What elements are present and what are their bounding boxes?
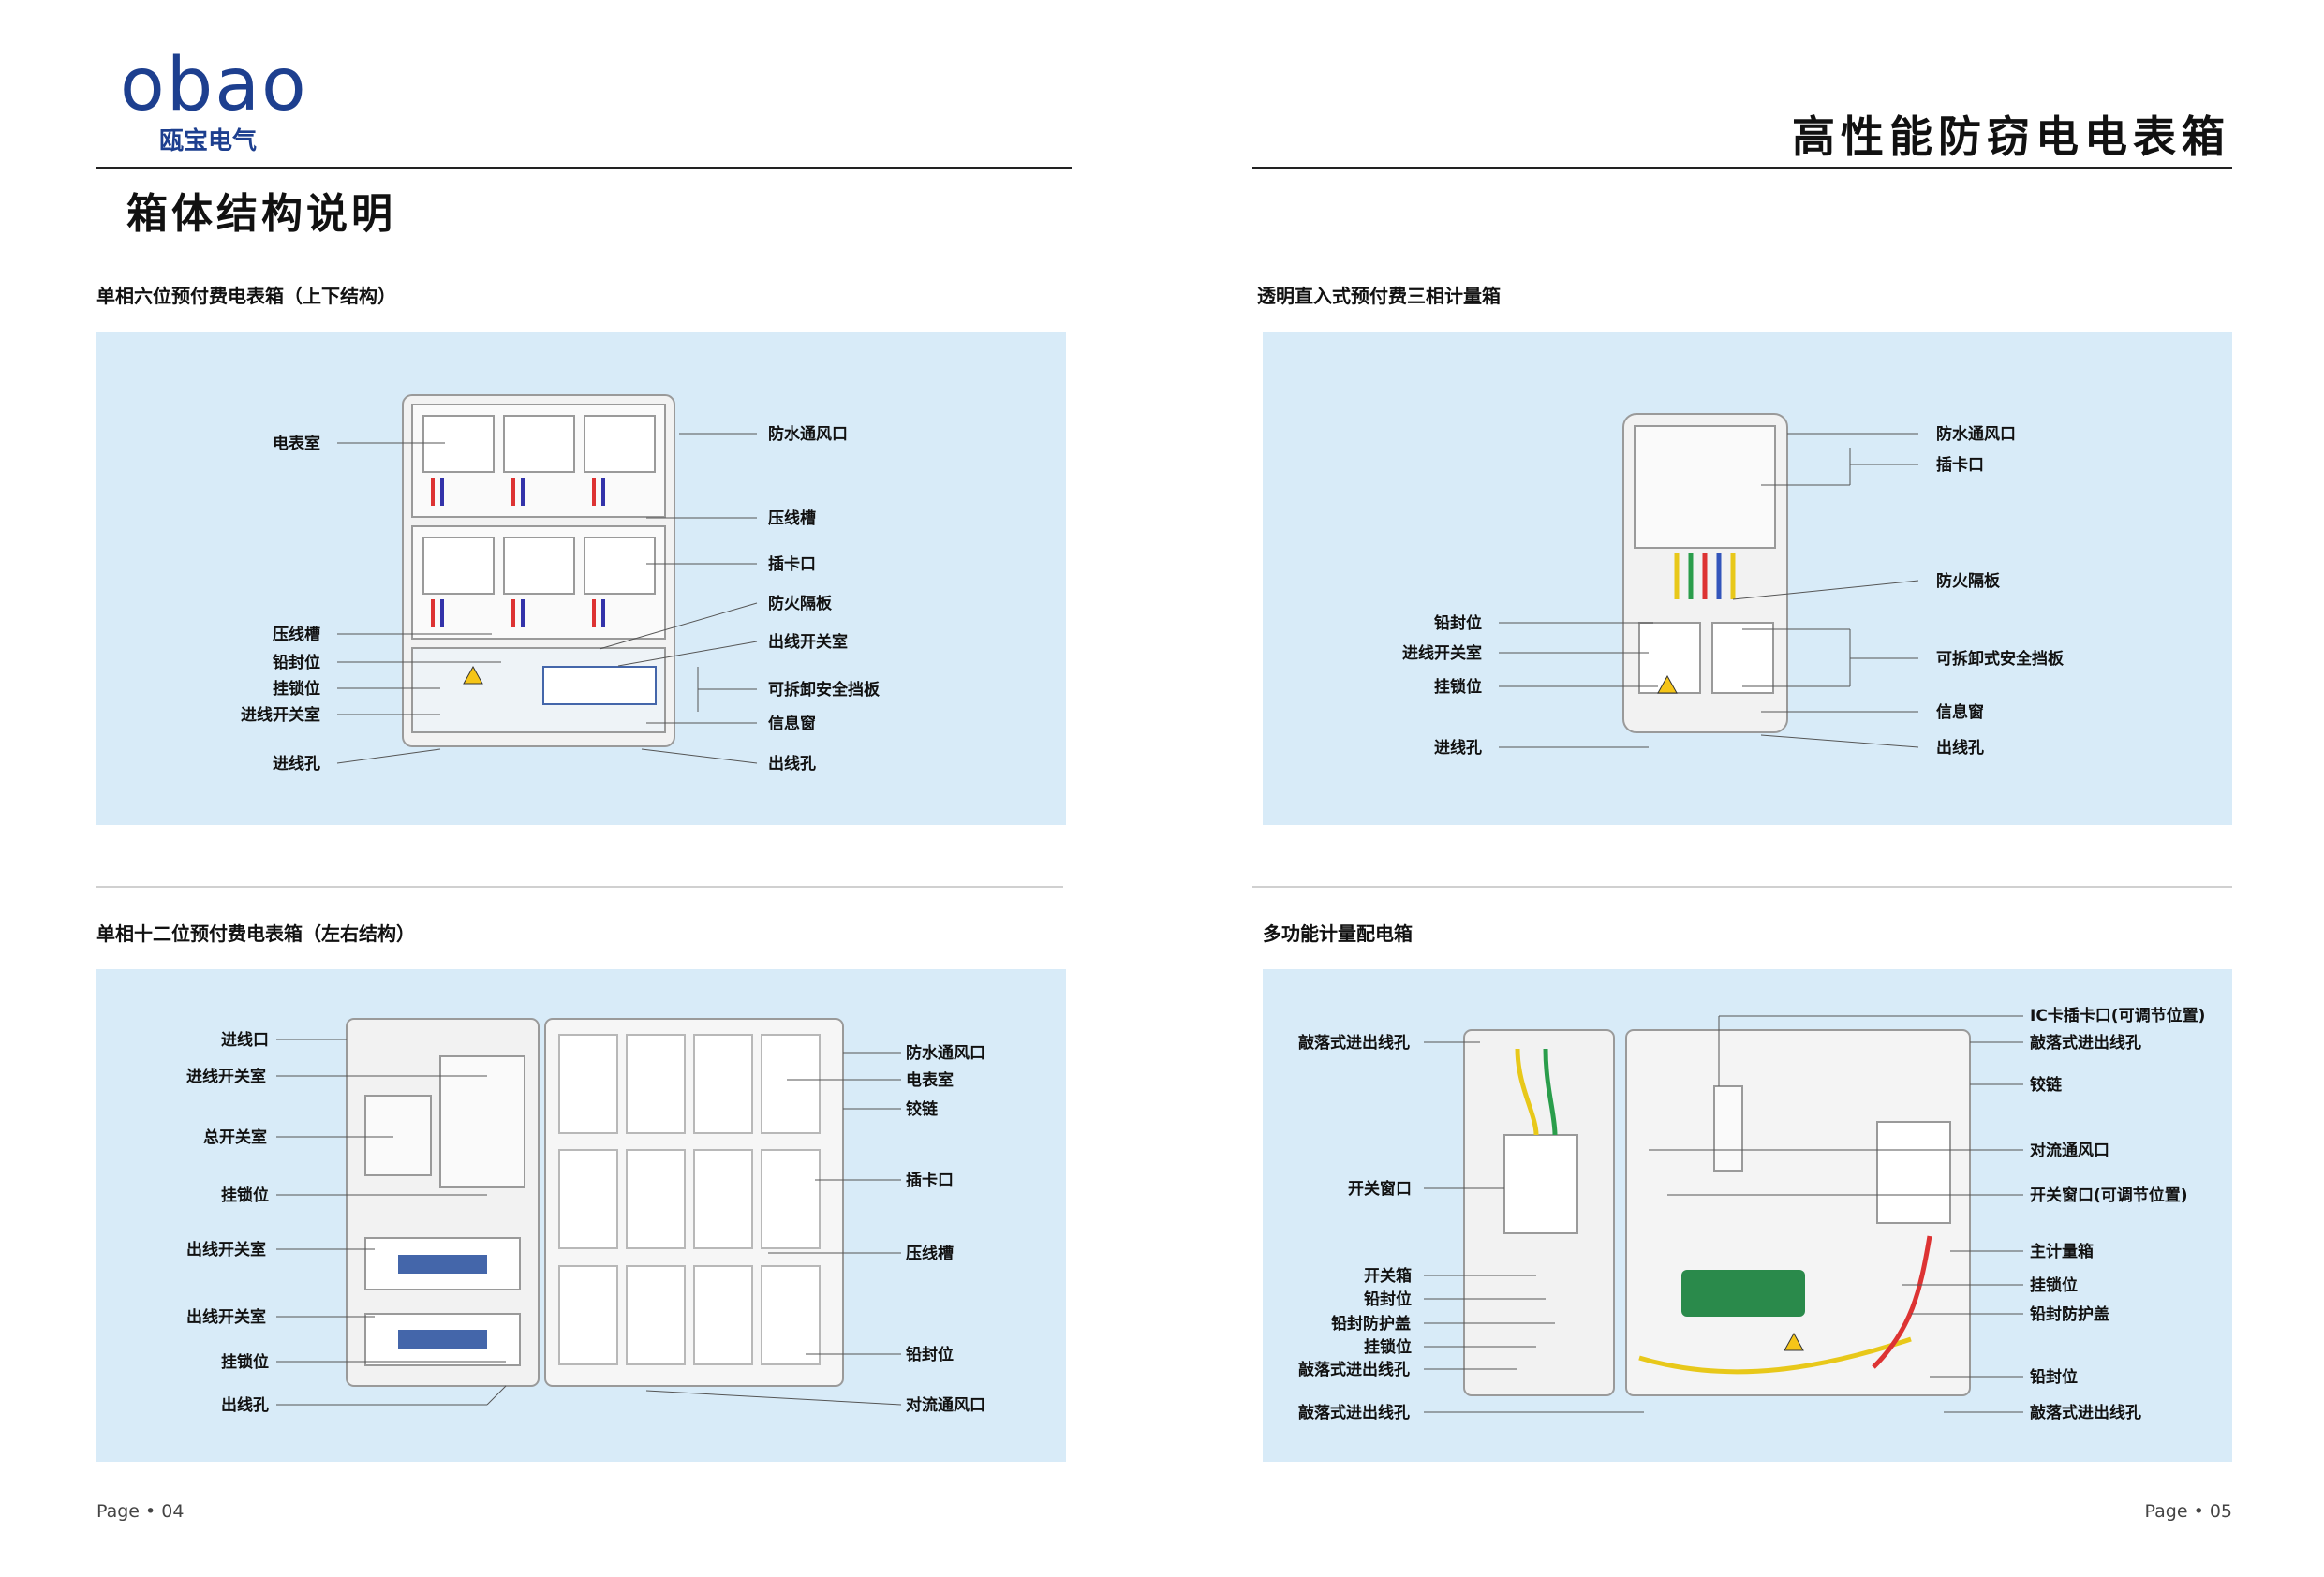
panel1-title: 单相六位预付费电表箱（上下结构）: [96, 285, 396, 307]
divider-left: [96, 886, 1063, 888]
p1-label-outlet-switch-room: 出线开关室: [768, 633, 848, 652]
panel2-leader-lines: [1499, 433, 1919, 748]
p4-label-hinge: 铰链: [2030, 1076, 2062, 1095]
p2-label-lock: 挂锁位: [1434, 678, 1482, 697]
panel1-warning-icon: [463, 665, 483, 685]
p2-label-outlet-hole: 出线孔: [1936, 739, 1984, 758]
p3-label-main-switch-room: 总开关室: [203, 1128, 267, 1147]
p1-label-inlet-hole: 进线孔: [273, 755, 320, 774]
p4-label-seal: 铅封位: [2030, 1368, 2078, 1387]
panel4-terminal-block: [1681, 1270, 1805, 1317]
catalog-title: 高性能防窃电电表箱: [1792, 111, 2230, 162]
page-number-left: Page • 04: [96, 1501, 185, 1522]
p4-label-knockout-1: 敲落式进出线孔: [1298, 1034, 1410, 1053]
panel3-breakers: [398, 1255, 487, 1349]
p1-label-info-window: 信息窗: [768, 715, 816, 733]
p4-label-seal-cover: 铅封防护盖: [2030, 1305, 2109, 1324]
panel4-warning-icon: [1784, 1332, 1804, 1351]
p1-label-wire-groove-2: 压线槽: [768, 509, 816, 528]
brand-logo-subtitle: 瓯宝电气: [159, 127, 258, 155]
p2-label-fire-barrier: 防火隔板: [1936, 572, 2000, 591]
panel2-title: 透明直入式预付费三相计量箱: [1257, 285, 1501, 307]
p3-label-outlet-switch-room-1: 出线开关室: [186, 1241, 266, 1260]
p4-label-switch-window: 开关窗口: [1348, 1180, 1412, 1199]
p3-label-outlet-switch-room-2: 出线开关室: [186, 1308, 266, 1327]
p3-label-vent: 防水通风口: [906, 1044, 985, 1063]
p1-label-meter-room: 电表室: [273, 435, 320, 453]
p4-label-knockout-r1: 敲落式进出线孔: [2030, 1034, 2141, 1053]
p1-label-inlet-switch-room: 进线开关室: [241, 706, 320, 725]
p1-label-safety-baffle: 可拆卸安全挡板: [768, 681, 880, 700]
p1-label-fire-barrier: 防火隔板: [768, 595, 832, 613]
p1-label-seal: 铅封位: [273, 654, 320, 672]
p3-label-inlet: 进线口: [221, 1031, 269, 1050]
panel2-wires: [1674, 553, 1736, 599]
panel3-leader-lines: [276, 1039, 902, 1406]
panel1-breakers: [542, 666, 657, 705]
p4-label-switch-window-adj: 开关窗口(可调节位置): [2030, 1186, 2188, 1205]
p3-label-lock: 挂锁位: [221, 1186, 269, 1205]
p1-label-outlet-hole: 出线孔: [768, 755, 816, 774]
p4-label-knockout-r2: 敲落式进出线孔: [2030, 1404, 2141, 1422]
header-rule-left: [96, 167, 1072, 169]
p3-label-card-slot: 插卡口: [906, 1172, 954, 1190]
p2-label-info-window: 信息窗: [1936, 703, 1984, 722]
panel3-meter-cells: [558, 1034, 821, 1365]
section-title: 箱体结构说明: [126, 190, 396, 238]
p1-label-vent: 防水通风口: [768, 425, 848, 444]
p3-label-inlet-switch-room: 进线开关室: [186, 1068, 266, 1086]
header-rule-right: [1252, 167, 2232, 169]
panel4-wires: [1515, 1048, 1932, 1375]
p3-label-convection-vent: 对流通风口: [906, 1396, 985, 1415]
p4-label-seal-cover: 铅封防护盖: [1331, 1315, 1411, 1334]
p2-label-seal: 铅封位: [1434, 614, 1482, 633]
p2-label-vent: 防水通风口: [1936, 425, 2016, 444]
p4-label-knockout-2: 敲落式进出线孔: [1298, 1361, 1410, 1379]
page-number-right: Page • 05: [2144, 1501, 2232, 1522]
panel2-warning-icon: [1657, 674, 1678, 694]
p4-label-ic-card-slot: IC卡插卡口(可调节位置): [2030, 1007, 2206, 1025]
panel4-leader-lines: [1424, 1015, 2023, 1413]
p3-label-seal: 铅封位: [906, 1346, 954, 1364]
panel1-leader-lines: [336, 433, 758, 764]
p3-label-hinge: 铰链: [906, 1100, 938, 1119]
p4-label-knockout-3: 敲落式进出线孔: [1298, 1404, 1410, 1422]
p1-label-lock: 挂锁位: [273, 680, 320, 699]
p2-label-inlet-switch-room: 进线开关室: [1402, 644, 1482, 663]
panel1-meter-box: [402, 394, 675, 747]
p2-label-card-slot: 插卡口: [1936, 456, 1984, 475]
p3-label-wire-groove: 压线槽: [906, 1245, 954, 1263]
p4-label-seal: 铅封位: [1364, 1290, 1412, 1309]
p1-label-wire-groove: 压线槽: [273, 626, 320, 644]
panel1-wires: [431, 478, 605, 627]
p4-label-lock: 挂锁位: [1364, 1338, 1412, 1357]
divider-right: [1252, 886, 2232, 888]
p1-label-card-slot: 插卡口: [768, 555, 816, 574]
p4-label-switch-box: 开关箱: [1364, 1267, 1412, 1286]
panel4-title: 多功能计量配电箱: [1263, 922, 1413, 945]
p4-label-lock: 挂锁位: [2030, 1276, 2078, 1295]
panel3-title: 单相十二位预付费电表箱（左右结构）: [96, 922, 415, 945]
p3-label-lock-2: 挂锁位: [221, 1353, 269, 1372]
p4-label-convection-vent: 对流通风口: [2030, 1142, 2109, 1160]
p3-label-outlet-hole: 出线孔: [221, 1396, 269, 1415]
p2-label-inlet-hole: 进线孔: [1434, 739, 1482, 758]
brand-logo: obao: [120, 43, 308, 127]
p2-label-safety-baffle: 可拆卸式安全挡板: [1936, 650, 2064, 669]
p3-label-meter-room: 电表室: [906, 1071, 954, 1090]
p4-label-main-meter-box: 主计量箱: [2030, 1243, 2094, 1261]
